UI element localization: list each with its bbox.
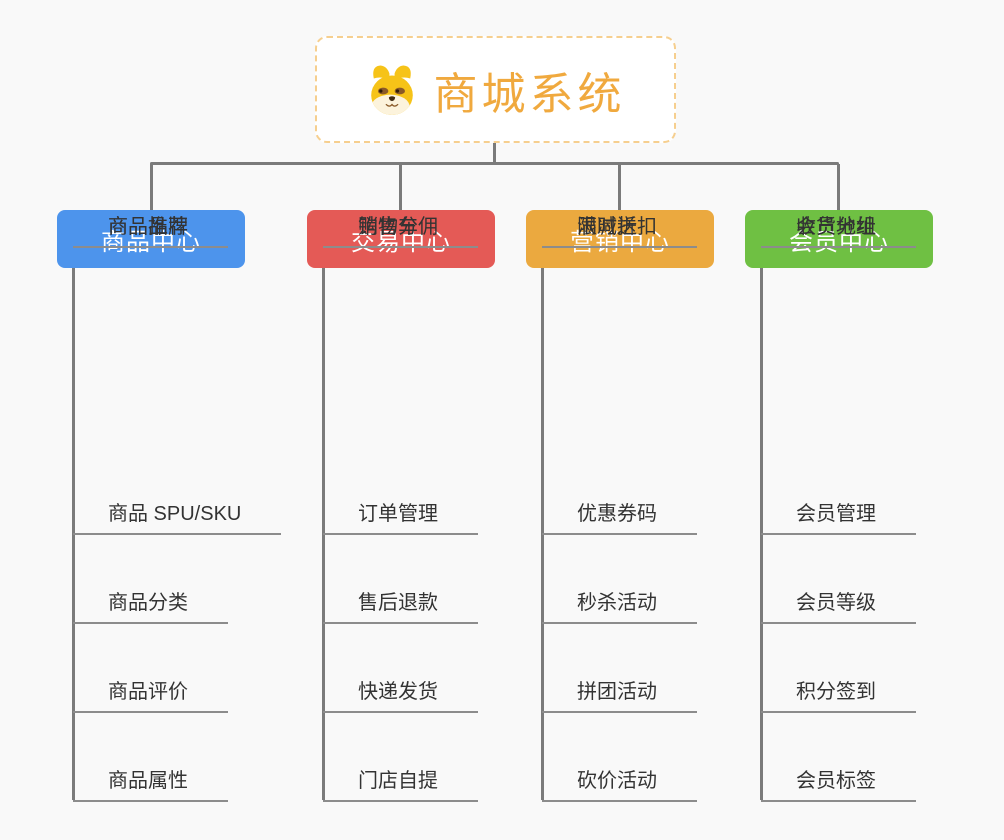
connector-bus <box>150 162 839 165</box>
leaf-label: 限时折扣 <box>577 216 657 238</box>
branch-label: 营销中心 <box>570 228 670 256</box>
leaf-label: 砍价活动 <box>577 770 657 792</box>
leaf-label: 售后退款 <box>358 592 438 614</box>
leaf-label: 积分签到 <box>796 681 876 703</box>
leaf-node[interactable]: 积分签到 <box>761 675 916 713</box>
root-title: 商城系统 <box>433 69 626 119</box>
leaf-node[interactable]: 商品评价 <box>73 675 228 713</box>
leaf-label: 拼团活动 <box>577 681 657 703</box>
branch-box-member[interactable]: 会员中心 <box>745 210 933 268</box>
leaf-node[interactable]: 会员标签 <box>761 764 916 802</box>
leaf-node[interactable]: 秒杀活动 <box>542 586 697 624</box>
leaf-label: 收货地址 <box>796 216 876 238</box>
leaf-node[interactable]: 商品分类 <box>73 586 228 624</box>
connector-drop-member <box>837 164 840 211</box>
leaf-label: 商品分类 <box>108 592 188 614</box>
connector-drop-marketing <box>618 164 621 211</box>
leaf-label: 商品 SPU/SKU <box>108 503 242 525</box>
branch-product-center: 商品中心 商品 SPU/SKU 商品分类 商品评价 商品属性 商品推荐 商品品牌 <box>57 210 282 840</box>
connector-root-stem <box>493 142 496 164</box>
root-node[interactable]: 商城系统 <box>315 36 676 143</box>
branch-label: 商品中心 <box>101 228 201 256</box>
branch-box-marketing[interactable]: 营销中心 <box>526 210 714 268</box>
leaf-label: 订单管理 <box>358 503 438 525</box>
branch-box-trade[interactable]: 交易中心 <box>307 210 495 268</box>
leaf-node[interactable]: 商品属性 <box>73 764 228 802</box>
leaf-label: 会员等级 <box>796 592 876 614</box>
leaf-label: 秒杀活动 <box>577 592 657 614</box>
leaf-label: 购物车 <box>358 216 418 238</box>
leaf-node[interactable]: 售后退款 <box>323 586 478 624</box>
branch-trade-center: 交易中心 订单管理 售后退款 快递发货 门店自提 购物车 销售分佣 <box>307 210 495 840</box>
leaf-label: 优惠券码 <box>577 503 657 525</box>
branch-member-center: 会员中心 会员管理 会员等级 积分签到 会员标签 会员分组 收货地址 <box>745 210 933 840</box>
branch-marketing-center: 营销中心 优惠券码 秒杀活动 拼团活动 砍价活动 限时折扣 满减送 <box>526 210 714 840</box>
leaf-label: 商品评价 <box>108 681 188 703</box>
leaf-node[interactable]: 订单管理 <box>323 497 478 535</box>
leaf-node[interactable]: 商品品牌 <box>73 210 228 248</box>
leaf-node[interactable]: 销售分佣 <box>323 210 478 248</box>
leaf-node[interactable]: 商品 SPU/SKU <box>73 497 282 535</box>
leaf-label: 商品品牌 <box>108 216 188 238</box>
dog-icon <box>370 65 413 115</box>
leaf-node[interactable]: 门店自提 <box>323 764 478 802</box>
leaf-label: 会员分组 <box>796 216 876 238</box>
leaf-node[interactable]: 拼团活动 <box>542 675 697 713</box>
leaf-node[interactable]: 收货地址 <box>761 210 916 248</box>
leaf-label: 快递发货 <box>358 681 438 703</box>
leaf-node[interactable]: 满减送 <box>542 210 677 248</box>
leaf-label: 会员标签 <box>796 770 876 792</box>
leaf-node[interactable]: 砍价活动 <box>542 764 697 802</box>
leaf-label: 门店自提 <box>358 770 438 792</box>
leaf-label: 商品属性 <box>108 770 188 792</box>
branch-label: 会员中心 <box>789 228 889 256</box>
leaf-node[interactable]: 快递发货 <box>323 675 478 713</box>
branch-box-product[interactable]: 商品中心 <box>57 210 245 268</box>
branch-label: 交易中心 <box>351 228 451 256</box>
leaf-label: 满减送 <box>577 216 637 238</box>
leaf-node[interactable]: 会员等级 <box>761 586 916 624</box>
leaf-node[interactable]: 会员管理 <box>761 497 916 535</box>
leaf-label: 会员管理 <box>796 503 876 525</box>
connector-drop-product <box>150 164 153 211</box>
leaf-node[interactable]: 优惠券码 <box>542 497 697 535</box>
leaf-label: 销售分佣 <box>358 216 438 238</box>
connector-drop-trade <box>399 164 402 211</box>
leaf-label: 商品推荐 <box>108 216 188 238</box>
